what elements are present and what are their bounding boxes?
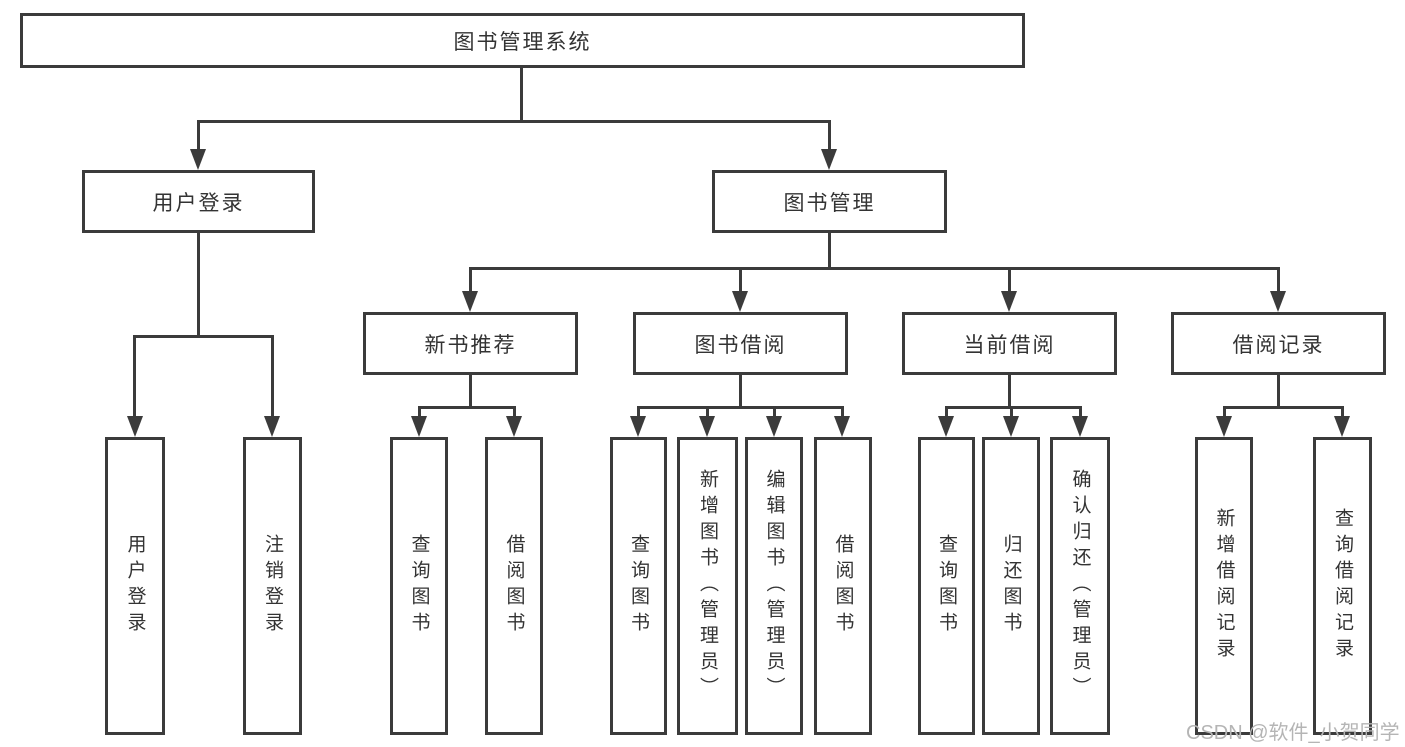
leaf-bb-edit-book: 编辑图书（管理员） xyxy=(745,437,803,735)
connector-line xyxy=(197,120,200,150)
node-user-login-label: 用户登录 xyxy=(152,191,245,215)
node-borrow-record-label: 借阅记录 xyxy=(1232,333,1325,357)
connector-line xyxy=(828,233,831,269)
arrowhead-down xyxy=(1003,416,1019,437)
connector-line xyxy=(1010,406,1013,417)
arrowhead-down xyxy=(1001,291,1017,312)
connector-line xyxy=(637,406,640,417)
connector-line xyxy=(945,406,1081,409)
connector-line xyxy=(520,68,523,121)
arrowhead-down xyxy=(264,416,280,437)
connector-line xyxy=(1341,406,1344,417)
csdn-watermark: CSDN @软件_小贺同学 xyxy=(1186,722,1400,744)
connector-line xyxy=(1008,267,1011,293)
node-new-book-recommend-label: 新书推荐 xyxy=(424,333,517,357)
arrowhead-down xyxy=(821,149,837,170)
leaf-br-add-record-label: 新增借阅记录 xyxy=(1213,508,1235,664)
leaf-bb-add-book-label: 新增图书（管理员） xyxy=(697,469,718,703)
leaf-bb-borrow-book-label: 借阅图书 xyxy=(832,534,854,638)
leaf-bb-query-book-label: 查询图书 xyxy=(628,534,649,638)
leaf-nb-query-book-label: 查询图书 xyxy=(408,534,430,638)
arrowhead-down xyxy=(506,416,522,437)
connector-line xyxy=(197,120,831,123)
leaf-nb-borrow-book-label: 借阅图书 xyxy=(503,534,525,638)
connector-line xyxy=(1277,267,1280,293)
connector-line xyxy=(945,406,948,417)
arrowhead-down xyxy=(938,416,954,437)
node-current-borrow-label: 当前借阅 xyxy=(963,333,1056,357)
leaf-cb-confirm-return: 确认归还（管理员） xyxy=(1050,437,1110,735)
connector-line xyxy=(1079,406,1082,417)
connector-line xyxy=(1223,406,1226,417)
arrowhead-down xyxy=(834,416,850,437)
connector-line xyxy=(133,335,136,417)
leaf-cb-confirm-return-label: 确认归还（管理员） xyxy=(1069,469,1091,703)
leaf-nb-query-book: 查询图书 xyxy=(390,437,448,735)
node-new-book-recommend: 新书推荐 xyxy=(363,312,578,375)
node-user-login: 用户登录 xyxy=(82,170,315,233)
connector-line xyxy=(197,233,200,335)
leaf-logout-label: 注销登录 xyxy=(262,534,283,638)
leaf-cb-return-book-label: 归还图书 xyxy=(1000,534,1022,638)
leaf-user-login: 用户登录 xyxy=(105,437,165,735)
arrowhead-down xyxy=(699,416,715,437)
connector-line xyxy=(469,267,472,293)
arrowhead-down xyxy=(732,291,748,312)
node-book-borrow-label: 图书借阅 xyxy=(694,333,787,357)
node-book-management-label: 图书管理 xyxy=(783,191,876,215)
leaf-bb-add-book: 新增图书（管理员） xyxy=(677,437,738,735)
arrowhead-down xyxy=(766,416,782,437)
arrowhead-down xyxy=(1334,416,1350,437)
node-book-management: 图书管理 xyxy=(712,170,947,233)
arrowhead-down xyxy=(1072,416,1088,437)
arrowhead-down xyxy=(462,291,478,312)
node-root: 图书管理系统 xyxy=(20,13,1025,68)
connector-line xyxy=(418,406,515,409)
connector-line xyxy=(773,406,776,417)
arrowhead-down xyxy=(1216,416,1232,437)
arrowhead-down xyxy=(630,416,646,437)
connector-line xyxy=(841,406,844,417)
connector-line xyxy=(706,406,709,417)
connector-line xyxy=(828,120,831,150)
arrowhead-down xyxy=(190,149,206,170)
leaf-bb-query-book: 查询图书 xyxy=(610,437,667,735)
leaf-bb-borrow-book: 借阅图书 xyxy=(814,437,872,735)
connector-line xyxy=(469,267,1280,270)
connector-line xyxy=(637,406,843,409)
connector-line xyxy=(1277,375,1280,408)
leaf-br-query-record-label: 查询借阅记录 xyxy=(1332,508,1353,664)
connector-line xyxy=(513,406,516,417)
node-root-label: 图书管理系统 xyxy=(453,30,592,54)
leaf-cb-query-book-label: 查询图书 xyxy=(936,534,957,638)
arrowhead-down xyxy=(127,416,143,437)
leaf-br-query-record: 查询借阅记录 xyxy=(1313,437,1372,735)
arrowhead-down xyxy=(1270,291,1286,312)
leaf-logout: 注销登录 xyxy=(243,437,302,735)
node-borrow-record: 借阅记录 xyxy=(1171,312,1386,375)
connector-line xyxy=(469,375,472,408)
arrowhead-down xyxy=(411,416,427,437)
leaf-cb-query-book: 查询图书 xyxy=(918,437,975,735)
leaf-bb-edit-book-label: 编辑图书（管理员） xyxy=(763,469,785,703)
connector-line xyxy=(739,267,742,293)
connector-line xyxy=(739,375,742,408)
leaf-br-add-record: 新增借阅记录 xyxy=(1195,437,1253,735)
connector-line xyxy=(1008,375,1011,408)
connector-line xyxy=(271,335,274,417)
leaf-nb-borrow-book: 借阅图书 xyxy=(485,437,543,735)
node-book-borrow: 图书借阅 xyxy=(633,312,848,375)
leaf-cb-return-book: 归还图书 xyxy=(982,437,1040,735)
node-current-borrow: 当前借阅 xyxy=(902,312,1117,375)
connector-line xyxy=(418,406,421,417)
connector-line xyxy=(1223,406,1343,409)
leaf-user-login-label: 用户登录 xyxy=(124,534,146,638)
connector-line xyxy=(133,335,274,338)
